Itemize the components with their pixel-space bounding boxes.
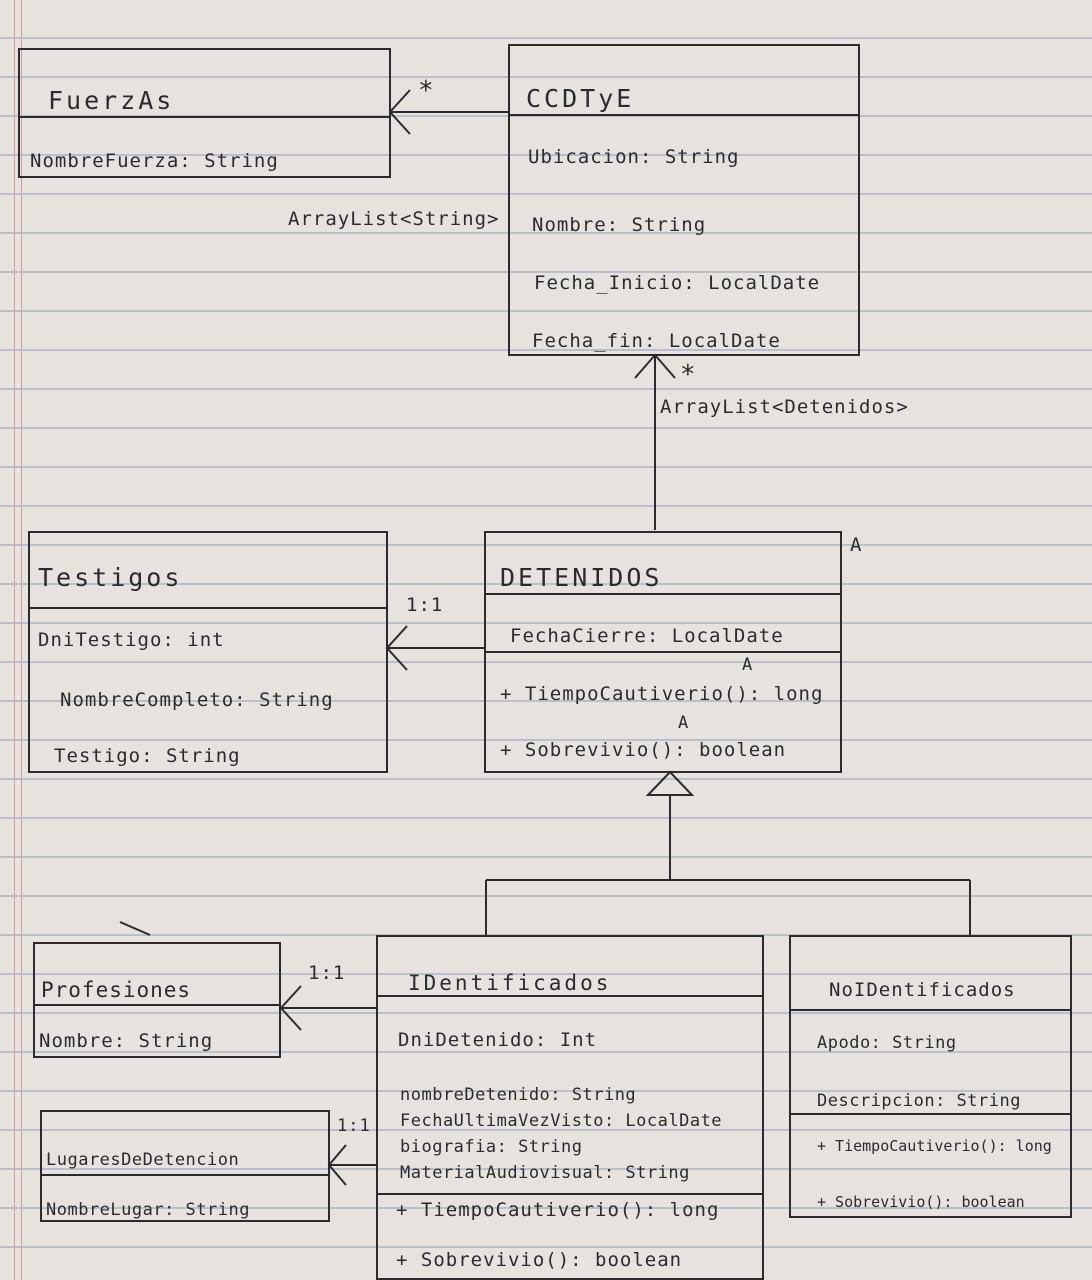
class-testigos-attr-2: Testigo: String <box>54 745 241 767</box>
class-ccdtye-attr-3: Fecha_fin: LocalDate <box>532 330 781 352</box>
class-detenidos-method-mark-0: A <box>742 655 753 675</box>
class-lugares: LugaresDeDetencion NombreLugar: String <box>40 1110 330 1222</box>
notebook-margin-line-2 <box>21 0 22 1280</box>
class-identificados-name: IDentificados <box>408 971 612 995</box>
stray-pencil-mark <box>119 921 151 936</box>
class-noidentificados-name: NoIDentificados <box>829 979 1016 1001</box>
class-detenidos-divider-2 <box>486 651 840 653</box>
class-profesiones-name: Profesiones <box>41 978 192 1002</box>
class-noidentificados-attr-1: Descripcion: String <box>817 1091 1021 1111</box>
profesiones-arrow-head <box>279 985 302 1031</box>
ccdtye-arrow-head <box>634 353 676 379</box>
class-detenidos-method-1: + Sobrevivio(): boolean <box>500 739 787 761</box>
class-lugares-divider <box>42 1174 328 1176</box>
class-detenidos-method-mark-1: A <box>678 713 689 733</box>
fuerzas-multiplicity: * <box>418 76 435 106</box>
class-noidentificados-method-1: + Sobrevivio(): boolean <box>817 1193 1025 1211</box>
class-testigos-attr-1: NombreCompleto: String <box>60 689 334 711</box>
class-fuerzas-divider <box>20 116 389 118</box>
class-fuerzas: FuerzAs NombreFuerza: String <box>18 48 391 178</box>
class-testigos: Testigos DniTestigo: int NombreCompleto:… <box>28 531 388 773</box>
class-identificados-attr-2: FechaUltimaVezVisto: LocalDate <box>400 1111 723 1131</box>
class-identificados: IDentificados DniDetenido: Int nombreDet… <box>376 935 764 1280</box>
class-noidentificados-attr-0: Apodo: String <box>817 1033 957 1053</box>
class-identificados-divider-2 <box>378 1193 762 1195</box>
class-testigos-attr-0: DniTestigo: int <box>38 629 225 651</box>
class-ccdtye-attr-0: Ubicacion: String <box>528 146 740 168</box>
class-ccdtye-attr-2: Fecha_Inicio: LocalDate <box>534 272 821 294</box>
class-lugares-name: LugaresDeDetencion <box>46 1150 240 1170</box>
notebook-margin-line <box>14 0 15 1280</box>
class-noidentificados-divider-1 <box>791 1009 1070 1011</box>
class-fuerzas-name: FuerzAs <box>48 86 175 115</box>
class-profesiones-attr-0: Nombre: String <box>39 1030 214 1052</box>
detenidos-multiplicity: * <box>680 360 697 390</box>
lugares-arrow-head <box>327 1144 347 1186</box>
class-detenidos-attr-0: FechaCierre: LocalDate <box>510 625 784 647</box>
class-identificados-method-1: + Sobrevivio(): boolean <box>396 1249 683 1271</box>
class-ccdtye-attr-1: Nombre: String <box>532 214 707 236</box>
class-ccdtye: CCDTyE Ubicacion: String Nombre: String … <box>508 44 860 356</box>
testigos-multiplicity: 1:1 <box>406 594 444 616</box>
class-identificados-method-0: + TiempoCautiverio(): long <box>396 1199 720 1221</box>
fuerzas-arrow-head <box>388 89 411 135</box>
class-detenidos-divider-1 <box>486 593 840 595</box>
class-detenidos-name: DETENIDOS <box>500 563 663 592</box>
profesiones-multiplicity: 1:1 <box>308 962 346 984</box>
class-identificados-attr-4: MaterialAudiovisual: String <box>400 1163 690 1183</box>
class-lugares-attr-0: NombreLugar: String <box>46 1200 250 1220</box>
class-noidentificados-method-0: + TiempoCautiverio(): long <box>817 1137 1052 1155</box>
lugares-multiplicity: 1:1 <box>337 1116 371 1136</box>
class-fuerzas-attr-0: NombreFuerza: String <box>30 150 279 172</box>
class-ccdtye-name: CCDTyE <box>526 84 635 113</box>
class-noidentificados: NoIDentificados Apodo: String Descripcio… <box>789 935 1072 1218</box>
class-identificados-divider-1 <box>378 995 762 997</box>
class-testigos-name: Testigos <box>38 563 183 592</box>
class-noidentificados-divider-2 <box>791 1113 1070 1115</box>
fuerzas-arraylist-label: ArrayList<String> <box>288 208 500 230</box>
testigos-arrow-head <box>385 625 408 671</box>
class-profesiones: Profesiones Nombre: String <box>33 942 281 1058</box>
inheritance-triangle <box>645 770 695 796</box>
class-ccdtye-divider <box>510 114 858 116</box>
detenidos-arraylist-label: ArrayList<Detenidos> <box>660 396 909 418</box>
class-testigos-divider <box>30 607 386 609</box>
class-identificados-attr-0: DniDetenido: Int <box>398 1029 598 1051</box>
class-profesiones-divider <box>35 1004 279 1006</box>
class-detenidos: DETENIDOS FechaCierre: LocalDate A + Tie… <box>484 531 842 773</box>
detenidos-abstract-mark: A <box>850 534 863 556</box>
class-identificados-attr-3: biografia: String <box>400 1137 583 1157</box>
class-detenidos-method-0: + TiempoCautiverio(): long <box>500 683 824 705</box>
class-identificados-attr-1: nombreDetenido: String <box>400 1085 637 1105</box>
